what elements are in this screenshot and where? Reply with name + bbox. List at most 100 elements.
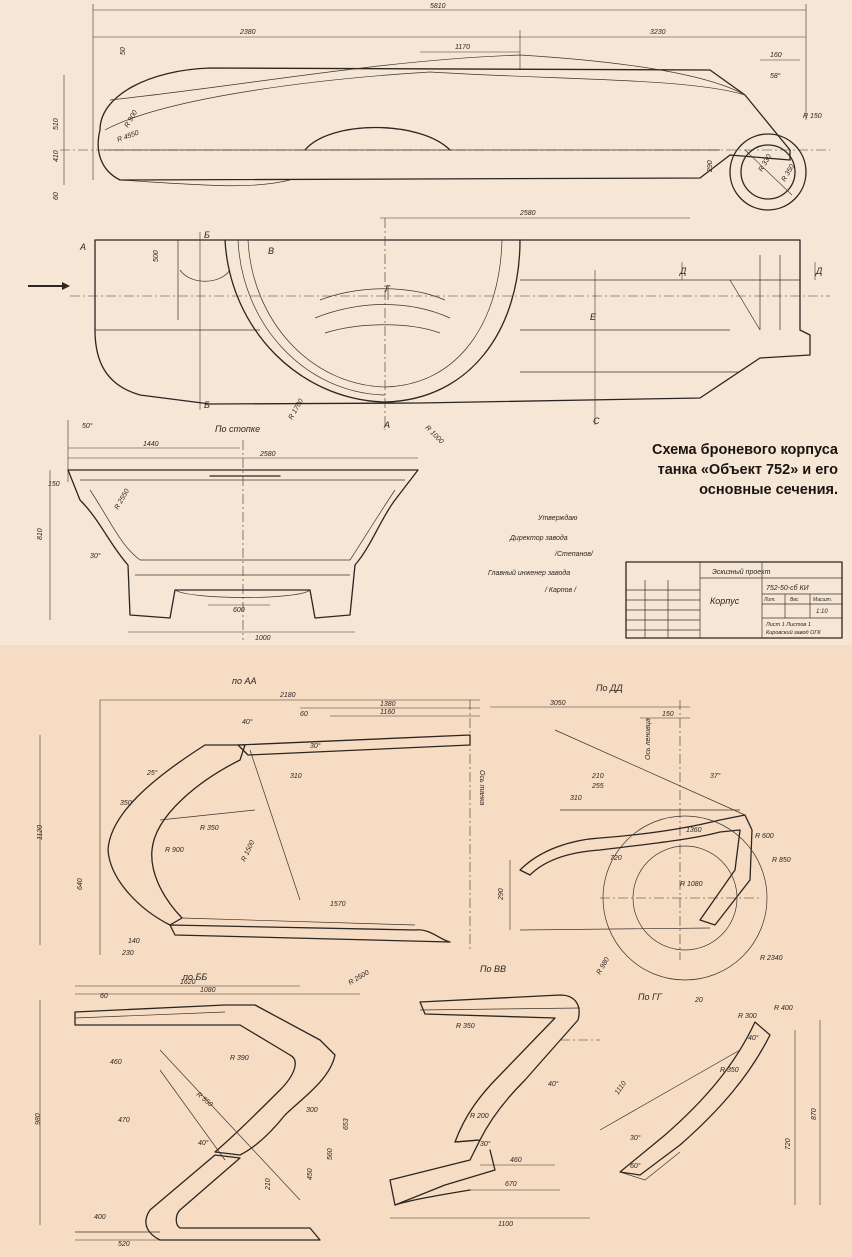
aa-d4: 60 [300,711,308,718]
gg-d3: R 350 [720,1067,739,1074]
aa-d13: 140 [128,938,140,945]
bb-d14: R 2500 [348,969,371,986]
marker-d: Д [679,266,687,276]
bb-d13: 520 [118,1241,130,1248]
dd-axis: Ось ленивца [645,718,652,760]
dd-d8: R 600 [755,833,774,840]
front-angle-top: 50° [82,422,93,430]
section-aa-title: по АА [232,676,256,686]
hull-front-view: По стопке 1440 2580 50° 30° 810 R 2550 1… [37,420,419,642]
figure-caption: Схема броневого корпуса танка «Объект 75… [538,440,838,500]
bb-d11: 450 [307,1168,314,1180]
aa-r2: R 900 [165,847,184,854]
dim-r2: R 900 [124,109,139,129]
dd-d14: R 980 [596,956,611,976]
approval-line5: / Карпов / [544,587,577,594]
aa-r1: R 1500 [240,839,256,863]
gg-d4: 40° [748,1034,759,1042]
section-bb-title: по ББ [183,972,207,982]
aa-d9: 1570 [330,901,346,908]
marker-a: A [79,242,86,252]
front-r-side: R 2550 [114,488,131,511]
aa-d1: 2180 [279,692,296,699]
section-dd-title: По ДД [596,683,623,693]
dd-d7: 37° [710,772,721,780]
dd-d6: 310 [570,795,582,802]
bb-d2: 1080 [200,987,216,994]
vv-d7: 1100 [498,1221,513,1228]
hull-top-view: 5810 2380 3230 1170 160 58° R 150 510 41… [53,3,830,211]
front-height: 810 [37,528,44,540]
aa-axis: Ось танка [478,770,485,805]
gg-d8: 870 [811,1108,818,1120]
front-base-total: 1000 [255,635,271,642]
dd-d11: R 1080 [680,881,703,888]
marker-dd: Д [815,266,823,276]
side-dim-left: 500 [153,250,160,262]
dim-wheel: 290 [707,160,714,173]
bb-d1: 1620 [180,979,196,986]
section-vv: По ВВ R 350 40° R 200 30° 460 670 1100 [389,964,600,1228]
marker-aa: А [383,420,390,430]
bb-d12: 400 [94,1214,106,1221]
gg-d10: 60° [630,1162,641,1170]
front-title: По стопке [215,424,260,434]
aa-r3: R 350 [200,825,219,832]
dim-wheel-r1: R 330 [758,153,773,173]
marker-c: С [593,416,600,426]
bb-d15: 210 [265,1178,272,1191]
tb-col3: Масшт. [813,597,832,603]
marker-b: Б [204,230,210,240]
vv-d3: R 200 [470,1113,489,1120]
dim-base: 60 [53,192,60,200]
dim-rear-top: 160 [770,52,782,59]
bb-d8: 980 [35,1113,42,1125]
bb-d10: 560 [327,1148,334,1160]
dim-small: 50 [120,47,127,55]
tb-scale: 1:10 [816,609,828,615]
aa-d8: 350 [120,800,132,807]
side-r-note2: R 1000 [424,424,445,445]
dim-mid: 1170 [455,44,470,51]
bb-d16: 40° [198,1139,209,1147]
front-base-mid: 600 [233,607,245,614]
dd-d1: 3050 [550,700,566,707]
dim-rear: 3230 [650,29,666,36]
dim-angle: 58° [770,72,781,80]
aa-d5: 40° [242,718,253,726]
tb-stage: Эскизный проект [712,568,771,576]
aa-angle: 25° [146,769,158,777]
bb-d5: R 390 [230,1055,249,1062]
section-dd: По ДД 3050 150 210 255 310 37° R 600 R 8… [490,683,791,981]
dd-d12: R 2340 [760,955,783,962]
caption-line-1: Схема броневого корпуса [651,442,838,458]
dd-d13: 290 [498,888,505,901]
aa-d3: 1160 [380,709,395,716]
dim-height-left: 510 [53,118,60,130]
dd-d4: 210 [591,773,604,780]
section-bb: по ББ 1620 1080 60 460 R 390 470 R 550 9… [35,969,371,1248]
front-small-left: 150 [48,481,60,488]
section-aa: по АА 2180 1380 1160 60 40° 30° 310 350 … [37,676,485,957]
bb-d4: 460 [110,1059,122,1066]
front-dim-top1: 1440 [143,441,159,448]
approval-line4: Главный инженер завода [488,569,570,577]
dim-r1: R 4550 [116,130,140,144]
vv-d4: 30° [480,1140,491,1148]
dd-d5: 255 [591,783,604,790]
top-panel [0,0,852,645]
gg-d6: 20 [694,997,703,1004]
bb-d6: 470 [118,1117,130,1124]
section-gg: По ГГ R 300 R 400 R 350 40° 30° 60° 20 7… [599,992,821,1205]
aa-d10: 1120 [37,825,44,840]
aa-d14: 230 [121,950,134,957]
vv-d6: 670 [505,1181,517,1188]
gg-d1: R 300 [738,1013,757,1020]
section-gg-title: По ГГ [638,992,663,1002]
gg-d5: 30° [630,1134,641,1142]
bb-d7: R 550 [195,1091,214,1108]
marker-bb: Б [204,400,210,410]
dim-overall: 5810 [430,3,446,10]
